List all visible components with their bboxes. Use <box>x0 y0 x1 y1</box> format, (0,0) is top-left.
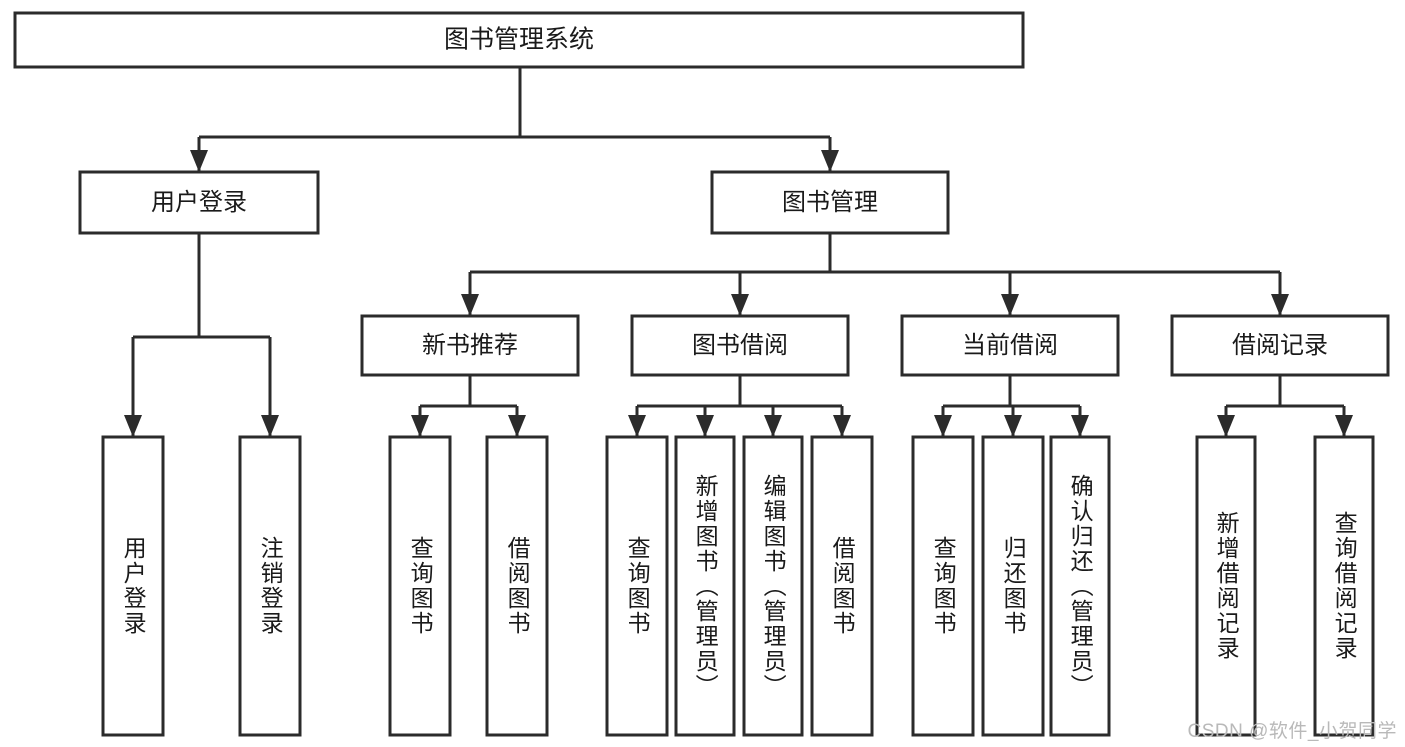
arrow-head-icon <box>1217 415 1235 437</box>
arrow-head-icon <box>1001 294 1019 316</box>
level3-node-current-borrow-label: 当前借阅 <box>962 332 1058 359</box>
leaf-node-leaf-add-book-admin-box <box>674 435 736 737</box>
arrow-head-icon <box>1071 415 1089 437</box>
leaf-node-leaf-user-login-box <box>101 435 165 737</box>
arrow-head-icon <box>1335 415 1353 437</box>
leaf-node-leaf-query-record-box <box>1313 435 1375 737</box>
arrow-head-icon <box>833 415 851 437</box>
level3-node-book-borrow-label: 图书借阅 <box>692 332 788 359</box>
level3-node-borrow-record-label: 借阅记录 <box>1232 332 1328 359</box>
level3-node-borrow-record-box <box>1170 314 1390 377</box>
arrow-head-icon <box>821 150 839 172</box>
leaf-node-leaf-borrow-book-1-box <box>485 435 549 737</box>
arrow-head-icon <box>124 415 142 437</box>
root-node-box <box>13 11 1025 69</box>
leaf-node-leaf-query-book-3-box <box>911 435 975 737</box>
leaf-node-leaf-borrow-book-2-box <box>810 435 874 737</box>
arrow-head-icon <box>934 415 952 437</box>
arrow-head-icon <box>628 415 646 437</box>
arrow-head-icon <box>508 415 526 437</box>
level2-node-book-manage-label: 图书管理 <box>782 189 878 216</box>
leaf-node-leaf-edit-book-admin-box <box>742 435 804 737</box>
arrow-head-icon <box>764 415 782 437</box>
leaf-node-leaf-confirm-return-box <box>1049 435 1111 737</box>
level2-node-user-login-label: 用户登录 <box>151 189 247 216</box>
arrow-head-icon <box>411 415 429 437</box>
arrow-head-icon <box>1004 415 1022 437</box>
level3-node-new-book-recommend-label: 新书推荐 <box>422 332 518 359</box>
level3-node-current-borrow-box <box>900 314 1120 377</box>
watermark: CSDN @软件_小贺同学 <box>1187 721 1397 742</box>
node-box-layer <box>13 11 1390 737</box>
arrow-head-icon <box>731 294 749 316</box>
arrow-head-icon <box>461 294 479 316</box>
level2-node-book-manage-box <box>710 170 950 235</box>
level3-node-new-book-recommend-box <box>360 314 580 377</box>
arrow-head-icon <box>261 415 279 437</box>
arrow-head-icon <box>1271 294 1289 316</box>
level2-node-user-login-box <box>78 170 320 235</box>
arrow-head-icon <box>696 415 714 437</box>
leaf-node-leaf-user-logout-box <box>238 435 302 737</box>
root-node-label: 图书管理系统 <box>444 26 594 54</box>
leaf-node-leaf-add-record-box <box>1195 435 1257 737</box>
leaf-node-leaf-return-book-box <box>981 435 1045 737</box>
level3-node-book-borrow-box <box>630 314 850 377</box>
leaf-node-leaf-query-book-1-box <box>388 435 452 737</box>
arrow-head-icon <box>190 150 208 172</box>
connector-layer <box>124 67 1353 437</box>
leaf-node-leaf-query-book-2-box <box>605 435 669 737</box>
